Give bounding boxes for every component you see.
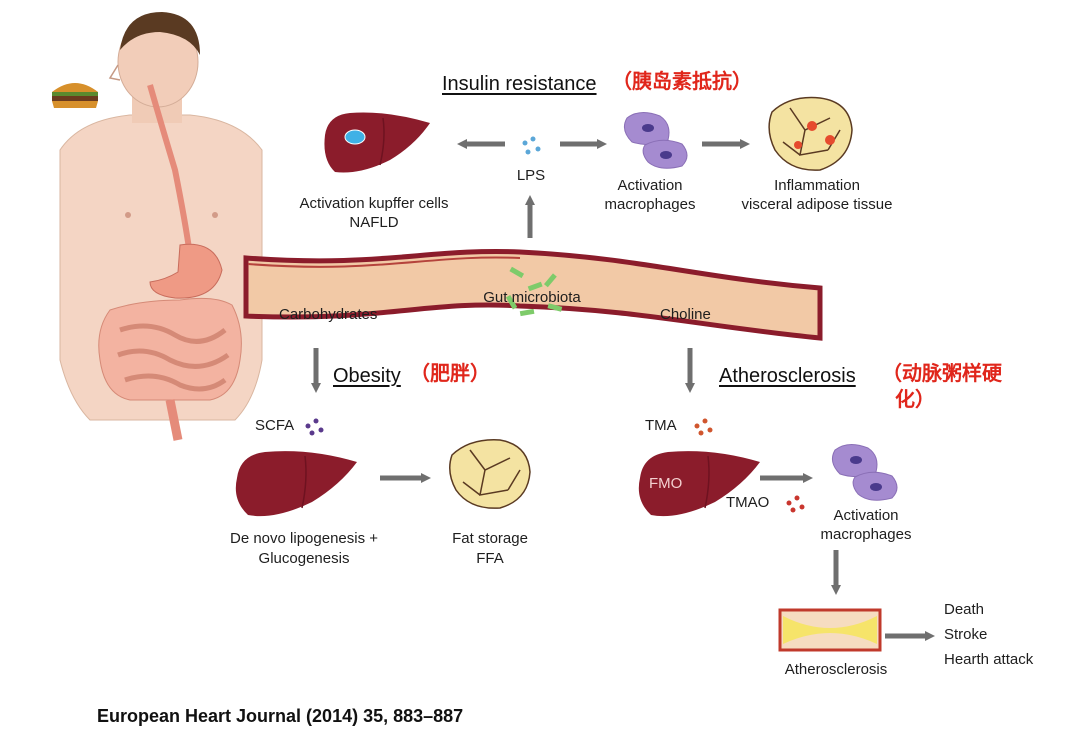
gut-band	[243, 248, 823, 341]
tma-molecule-icon	[694, 418, 713, 436]
obesity-heading: Obesity	[333, 365, 401, 387]
scfa-label: SCFA	[255, 417, 295, 434]
atherosclerotic-vessel-icon	[778, 608, 882, 652]
kupffer-label-line2: NAFLD	[349, 214, 399, 231]
inflamed-adipose-tissue-icon	[768, 96, 853, 171]
tma-label: TMA	[645, 417, 677, 434]
macrophages-top-label-line2: macrophages	[604, 196, 696, 213]
inflammation-label-line2: visceral adipose tissue	[741, 196, 893, 213]
scfa-molecule-icon	[305, 418, 324, 436]
outcome-death: Death	[944, 601, 985, 618]
pathway-arrows	[311, 139, 935, 641]
insulin-resistance-heading: Insulin resistance	[442, 73, 597, 95]
tmao-label: TMAO	[726, 494, 770, 511]
gut-microbiota-bacteria-icon	[505, 266, 563, 317]
kupffer-label-line1: Activation kupffer cells	[299, 195, 449, 212]
choline-label: Choline	[660, 306, 711, 323]
fat-storage-label-line2: FFA	[476, 550, 504, 567]
atherosclerosis-chinese-heading-line2: 化）	[895, 389, 935, 411]
macrophages-bottom-label-line2: macrophages	[820, 526, 912, 543]
lps-molecule-icon	[522, 136, 541, 155]
obesity-chinese-heading: （肥胖）	[410, 363, 490, 385]
outcome-stroke: Stroke	[944, 626, 988, 643]
insulin-resistance-chinese-heading: （胰岛素抵抗）	[612, 71, 752, 93]
lipogenesis-label-line1: De novo lipogenesis +	[229, 530, 379, 547]
atherosclerosis-heading: Atherosclerosis	[719, 365, 856, 387]
atherosclerosis-vessel-label: Atherosclerosis	[784, 661, 888, 678]
burger-icon	[52, 83, 98, 108]
outcome-heart-attack: Hearth attack	[944, 651, 1034, 668]
liver-icon	[235, 451, 357, 517]
inflammation-label-line1: Inflammation	[774, 177, 860, 194]
tmao-molecule-icon	[786, 495, 805, 513]
fat-storage-adipose-icon	[449, 439, 531, 509]
human-body-illustration	[59, 12, 263, 441]
macrophages-bottom-label-line1: Activation	[833, 507, 899, 524]
fmo-liver-icon	[638, 451, 760, 517]
lipogenesis-label-line2: Glucogenesis	[258, 550, 350, 567]
macrophages-top-label-line1: Activation	[617, 177, 683, 194]
gut-microbiota-label: Gut microbiota	[483, 289, 581, 306]
atherosclerosis-chinese-heading-line1: （动脉粥样硬	[882, 363, 1002, 385]
carbohydrates-label: Carbohydrates	[279, 306, 378, 323]
fat-storage-label-line1: Fat storage	[452, 530, 528, 547]
fmo-label: FMO	[649, 475, 683, 492]
citation: European Heart Journal (2014) 35, 883–88…	[97, 706, 464, 726]
lps-label: LPS	[516, 167, 546, 184]
macrophage-cells-icon	[623, 112, 688, 169]
macrophage-cells-icon	[831, 444, 898, 501]
liver-icon	[324, 112, 430, 173]
